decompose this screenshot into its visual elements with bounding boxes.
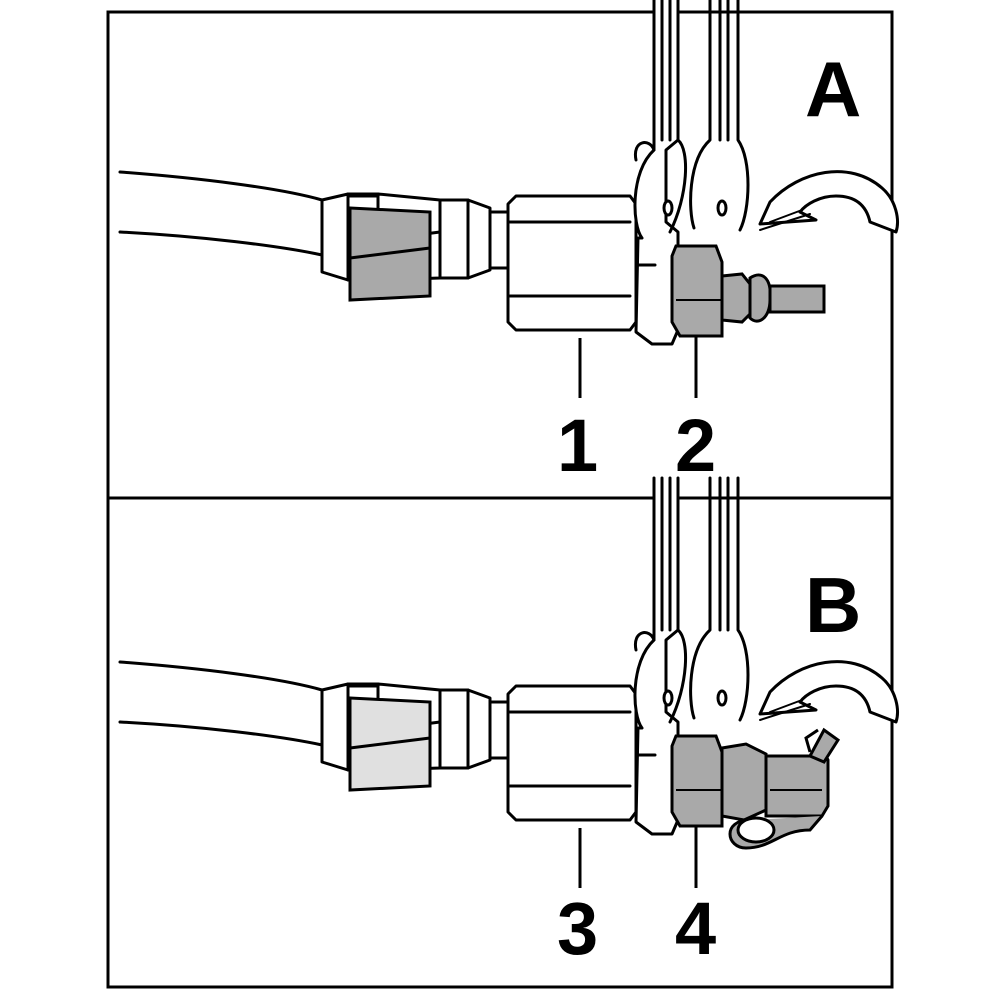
panel-a: A 1 2 [118,0,899,487]
panel-letter-b: B [805,561,861,649]
gray-nut-a [670,244,724,338]
callout-2: 2 [675,404,716,487]
pipe-stub-a [720,272,752,324]
gray-nut-b [670,734,724,828]
callout-1: 1 [557,404,598,487]
callout-4: 4 [675,887,716,970]
cap-icon [720,727,841,850]
panel-letter-a: A [805,45,861,133]
panel-b: B 3 4 [118,476,899,970]
callout-3: 3 [557,887,598,970]
